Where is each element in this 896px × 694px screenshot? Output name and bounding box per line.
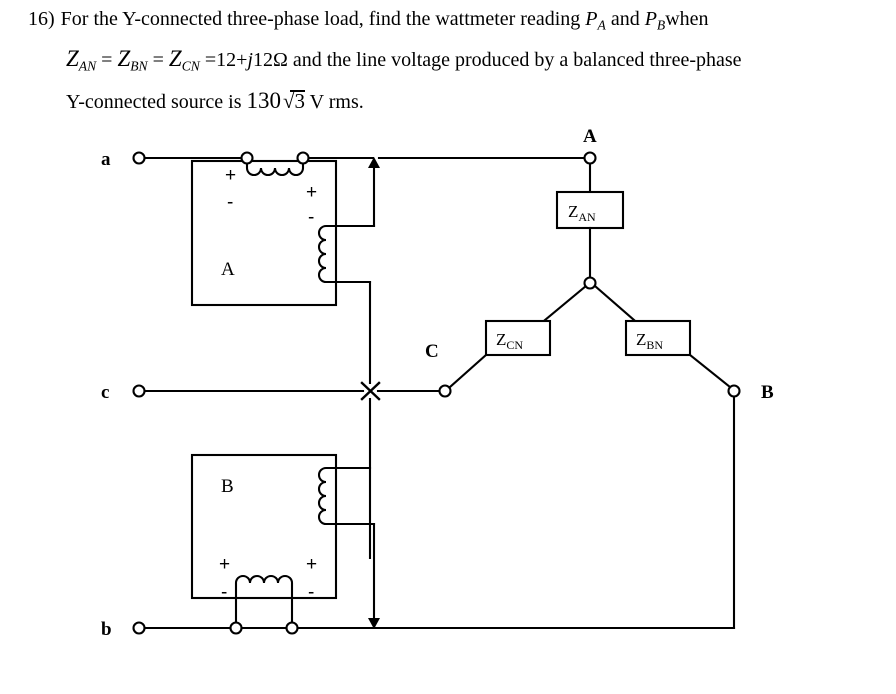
terminal-load-C[interactable] <box>438 384 452 398</box>
impedance-real: 12+ <box>216 49 248 71</box>
wattmeter-a-box <box>190 159 338 307</box>
label-load-zan: ZAN <box>568 202 596 224</box>
wattmeter-b-current-coil <box>234 574 294 600</box>
load-zbn-box <box>624 319 692 357</box>
problem-line-1-text: For the Y-connected three-phase load, fi… <box>60 8 581 30</box>
label-terminal-c: c <box>101 382 109 403</box>
equals-1: = <box>101 49 113 71</box>
equals-2: = <box>152 49 164 71</box>
no-connection-cross <box>360 381 381 401</box>
zan-symbol: Z <box>66 46 79 71</box>
wattmeter-b-ccoil-plus: + <box>219 554 230 575</box>
wire-neutral-to-ZCN <box>543 284 588 322</box>
problem-statement: 16)For the Y-connected three-phase load,… <box>0 0 896 130</box>
arrowhead-down-b-line <box>368 618 380 629</box>
wattmeter-a-current-coil <box>245 156 305 177</box>
terminal-c[interactable] <box>132 384 146 398</box>
wattmeter-b-potential-coil <box>317 466 338 526</box>
terminal-b[interactable] <box>132 621 146 635</box>
wattmeter-b-pcoil-minus: - <box>308 582 314 603</box>
zcn-symbol: Z <box>168 46 182 71</box>
terminal-b-coil-left[interactable] <box>229 621 243 635</box>
zan-subscript: AN <box>78 58 97 74</box>
label-terminal-b: b <box>101 619 112 640</box>
conjunction-and: and <box>610 8 640 30</box>
terminal-b-coil-right[interactable] <box>285 621 299 635</box>
zbn-subscript: BN <box>130 58 148 74</box>
wattmeter-a-pcoil-plus: + <box>306 182 317 203</box>
load-zcn-box <box>484 319 552 357</box>
label-terminal-A: A <box>583 128 597 147</box>
wattmeter-a-potential-coil <box>317 224 338 284</box>
conjunction-when: when <box>665 8 709 30</box>
radicand: 3 <box>294 89 306 113</box>
power-b-symbol: P <box>644 8 657 30</box>
wattmeter-a-ccoil-minus: - <box>227 192 233 213</box>
terminal-load-B[interactable] <box>727 384 741 398</box>
problem-line-3: Y-connected source is 130√3 V rms. <box>66 88 364 114</box>
wattmeter-a-ccoil-plus: + <box>225 165 236 186</box>
imaginary-unit: j <box>247 49 253 71</box>
equals-3: = <box>204 49 217 71</box>
wattmeter-a-pcoil-minus: - <box>308 207 314 228</box>
problem-line-3-head: Y-connected source is <box>66 91 242 113</box>
label-terminal-a: a <box>101 149 111 170</box>
load-zan-box <box>555 190 625 230</box>
arrowhead-up-a-line <box>368 157 380 168</box>
label-load-zbn: ZBN <box>636 330 663 352</box>
wire-ZCN-to-C <box>448 353 488 389</box>
wire-ZBN-to-B <box>688 353 732 389</box>
radical-sign: √ <box>283 89 295 113</box>
terminal-a-coil-left[interactable] <box>240 151 254 165</box>
label-load-zcn: ZCN <box>496 330 523 352</box>
label-terminal-B: B <box>761 382 774 403</box>
problem-line-2: ZAN = ZBN = ZCN =12+j12Ω and the line vo… <box>66 46 742 74</box>
power-a-symbol: P <box>585 8 598 30</box>
neutral-node[interactable] <box>583 276 597 290</box>
wattmeter-b-box <box>190 453 338 600</box>
voltage-unit: V rms. <box>309 91 364 113</box>
problem-number: 16) <box>28 8 55 30</box>
terminal-load-A[interactable] <box>583 151 597 165</box>
zbn-symbol: Z <box>117 46 131 71</box>
impedance-imag: 12Ω <box>252 49 288 71</box>
power-a-subscript: A <box>597 17 606 33</box>
power-b-subscript: B <box>656 17 666 33</box>
terminal-a[interactable] <box>132 151 146 165</box>
label-terminal-C: C <box>425 341 439 362</box>
radical-bar <box>290 90 306 92</box>
terminal-a-coil-right[interactable] <box>296 151 310 165</box>
zcn-subscript: CN <box>181 58 200 74</box>
circuit-svg: a c b A B C A + - + - B + - + - ZAN ZCN … <box>101 128 774 640</box>
label-wattmeter-a: A <box>221 259 235 280</box>
label-wattmeter-b: B <box>221 476 234 497</box>
problem-line-1: 16)For the Y-connected three-phase load,… <box>28 8 709 33</box>
wattmeter-b-ccoil-minus: - <box>221 582 227 603</box>
wire-neutral-to-ZBN <box>593 284 636 322</box>
voltage-coefficient: 130 <box>246 88 282 113</box>
problem-line-2-tail: and the line voltage produced by a balan… <box>292 49 742 71</box>
circuit-diagram: a c b A B C A + - + - B + - + - ZAN ZCN … <box>0 128 896 694</box>
wattmeter-b-pcoil-plus: + <box>306 554 317 575</box>
square-root: √3 <box>281 89 306 114</box>
